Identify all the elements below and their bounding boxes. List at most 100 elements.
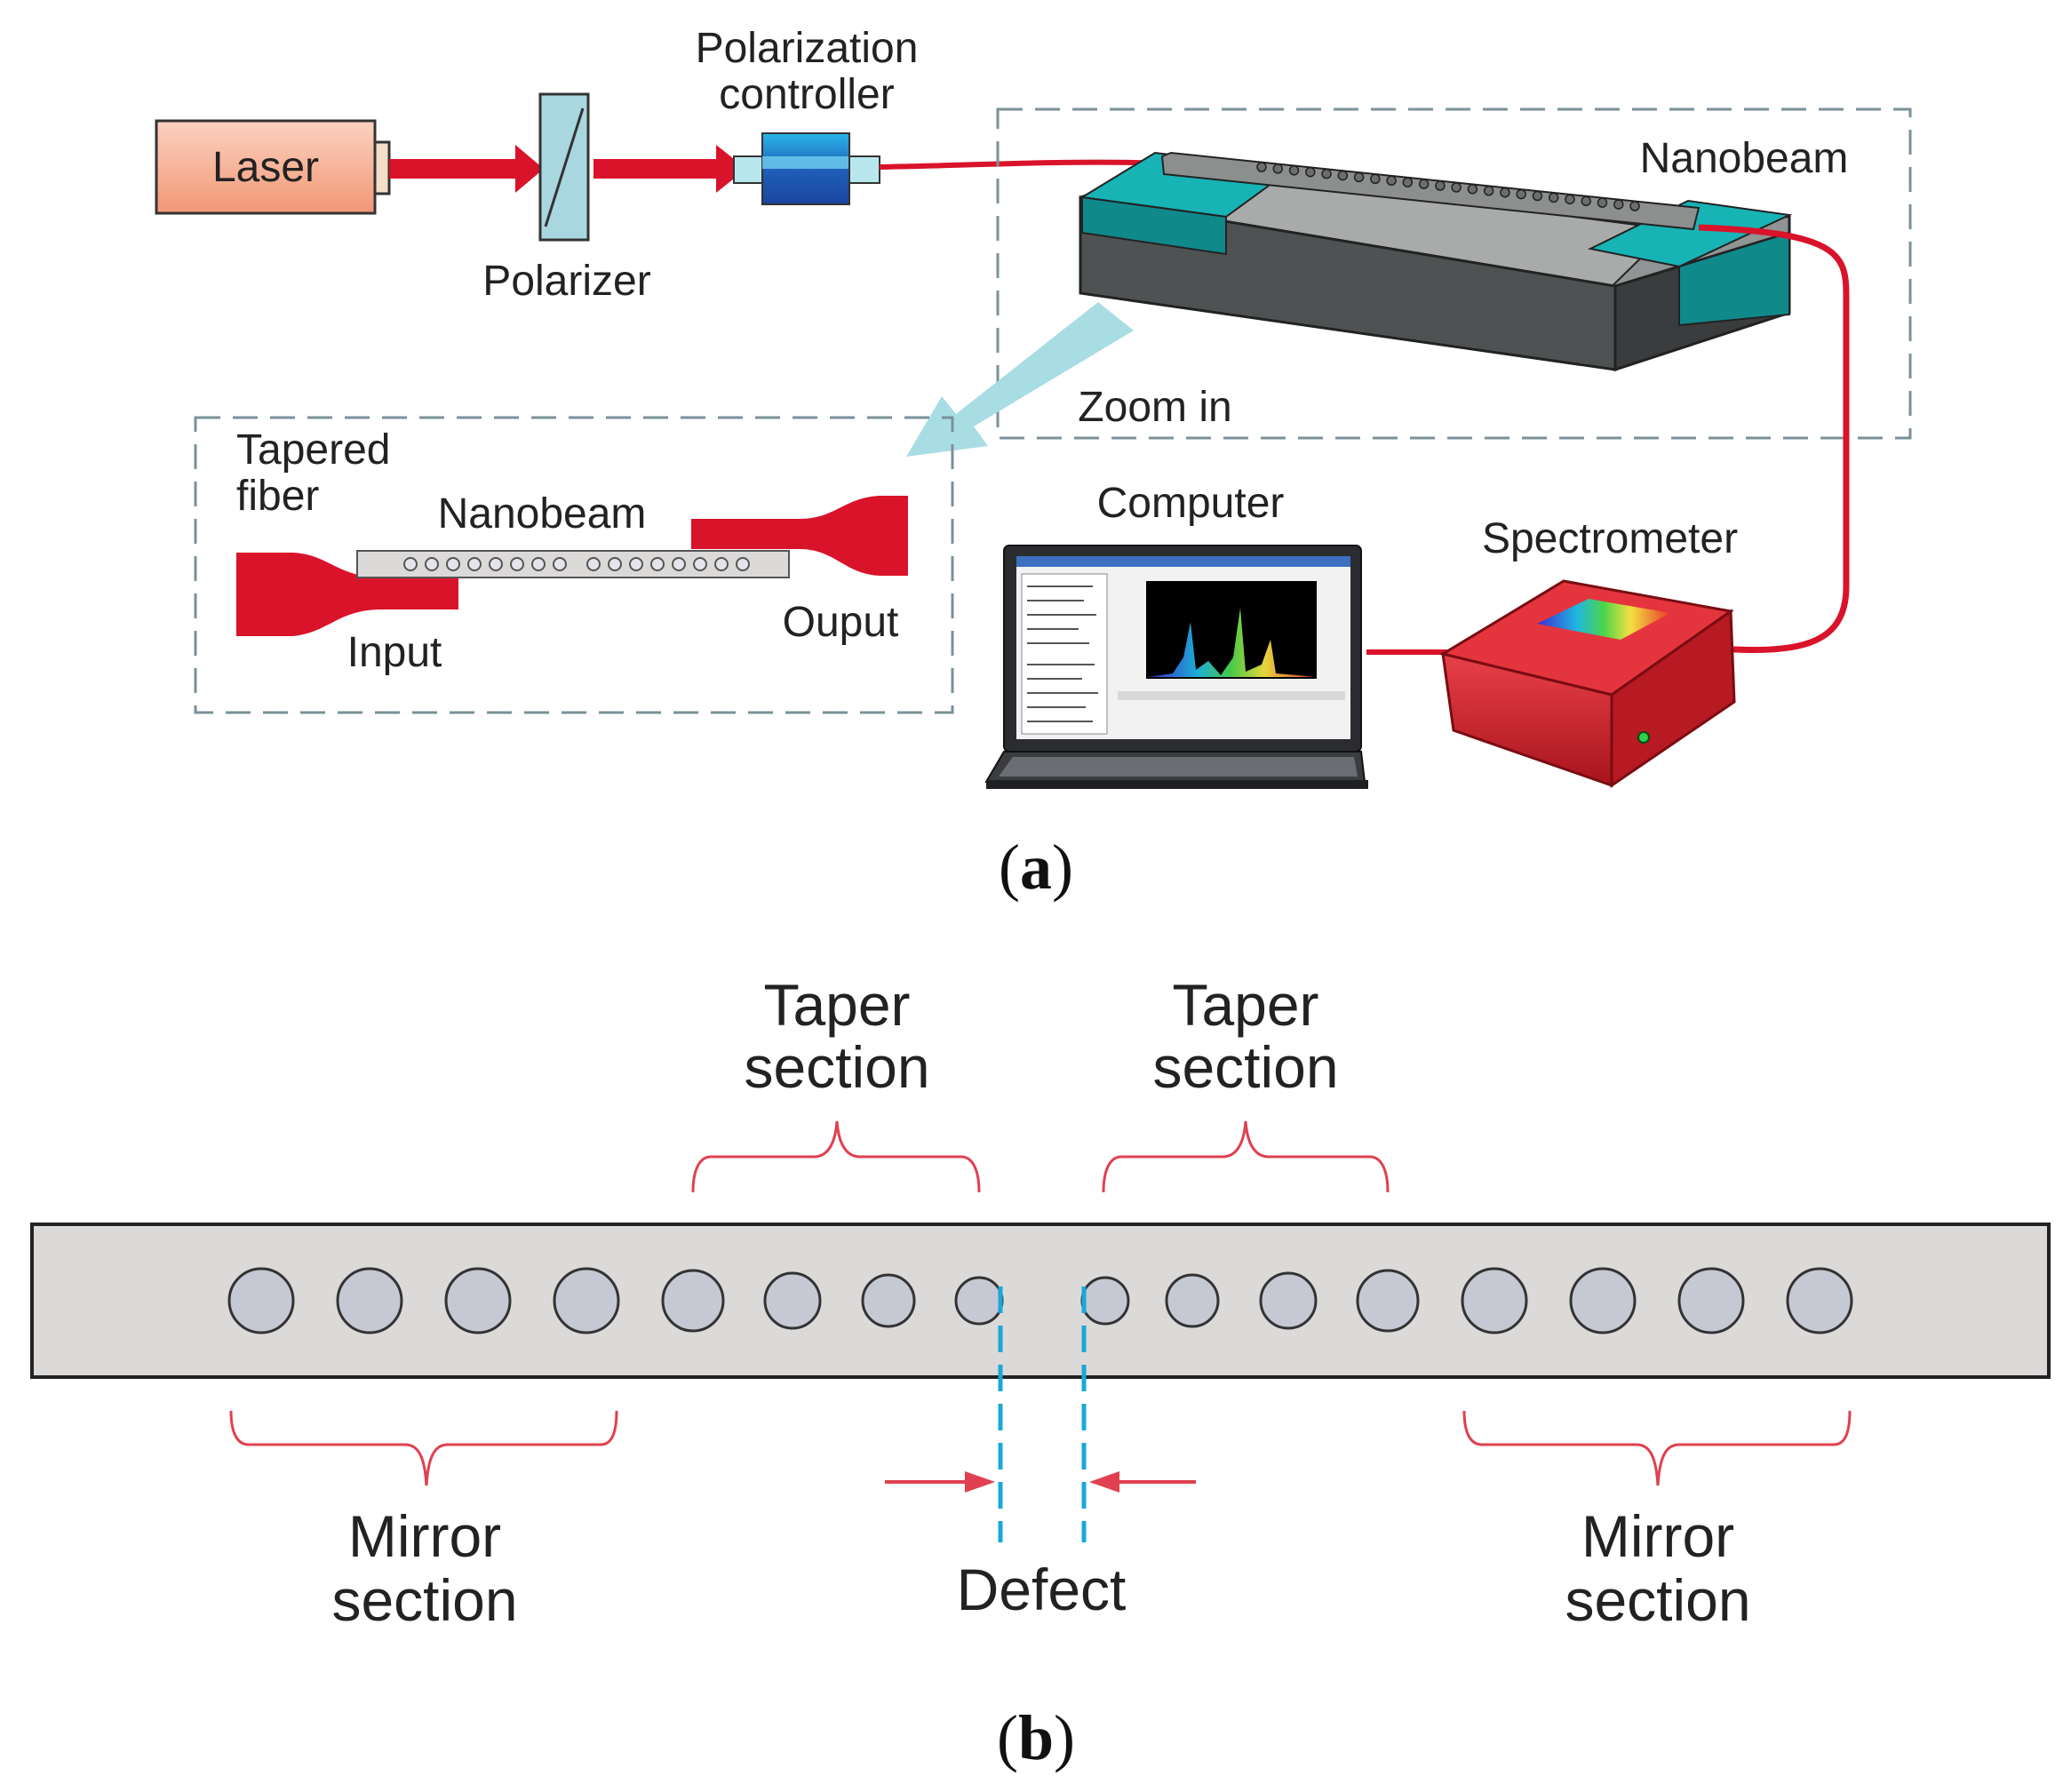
polarizer-axis <box>544 108 585 227</box>
nanobeam-hole <box>763 1271 822 1330</box>
nanobeam-hole <box>444 1267 512 1334</box>
nanobeam-hole <box>954 1276 1004 1326</box>
chip-hole <box>1418 179 1430 189</box>
nanobeam-hole <box>1461 1267 1528 1334</box>
inset-hole <box>446 557 460 571</box>
inset-hole <box>693 557 707 571</box>
inset-hole <box>608 557 622 571</box>
output-tapered-fiber <box>691 496 908 576</box>
inset-hole <box>586 557 601 571</box>
taper-section-right-label-line2: section <box>1152 1034 1338 1100</box>
beam-arrowhead-1 <box>515 145 544 193</box>
nanobeam-chip: Nanobeam <box>1079 135 1848 372</box>
inset-hole <box>553 557 567 571</box>
tapered-fiber-label-line1: Tapered <box>236 426 390 474</box>
inset-hole <box>672 557 686 571</box>
mirror-section-left-label-line1: Mirror <box>348 1503 501 1569</box>
panel-a: Laser Polarizer Polarization controller <box>155 25 1912 903</box>
mirror-section-left-label-line2: section <box>331 1567 517 1633</box>
beam-segment-1 <box>389 159 517 179</box>
inset-hole <box>510 557 524 571</box>
screen-data-panel <box>1021 573 1108 735</box>
mirror-bracket-left <box>229 1410 618 1486</box>
nanobeam-hole <box>1677 1267 1745 1334</box>
chip-hole <box>1370 173 1381 185</box>
nanobeam-hole <box>1259 1271 1318 1330</box>
laser-source: Laser <box>155 119 391 215</box>
defect-arrow-left <box>885 1471 995 1493</box>
screen-status-bar <box>1118 691 1345 700</box>
fiber-to-spectrometer <box>1694 224 1850 653</box>
fiber-to-nanobeam <box>879 159 1172 170</box>
chip-hole <box>1467 184 1478 195</box>
spectrometer: Spectrometer <box>1439 515 1738 788</box>
spectrometer-rainbow-label <box>1537 599 1670 640</box>
inset-hole <box>489 557 503 571</box>
polarizer-label: Polarizer <box>482 258 650 305</box>
zoom-in-label: Zoom in <box>1078 384 1231 431</box>
inset-tapered-fiber-view: Tapered fiber Nanobeam Input Ouput <box>236 426 908 676</box>
chip-hole <box>1516 188 1526 200</box>
chip-hole <box>1548 192 1559 203</box>
mirror-section-right-label-line1: Mirror <box>1581 1503 1734 1569</box>
panel-b: Taper section Taper section Defect Mirro… <box>30 972 2051 1773</box>
chip-hole <box>1272 163 1284 174</box>
screen-titlebar <box>1016 556 1350 567</box>
chip-hole <box>1435 180 1446 191</box>
taper-section-left-label-line2: section <box>744 1034 929 1100</box>
defect-label: Defect <box>957 1557 1127 1622</box>
mirror-section-right-label-line2: section <box>1565 1567 1750 1633</box>
laptop-keyboard-deck <box>999 757 1358 777</box>
zoom-arrow-shape <box>906 302 1134 457</box>
chip-left-pad-front <box>1081 195 1227 256</box>
beam-segment-2 <box>593 159 718 179</box>
inset-hole <box>714 557 729 571</box>
laser-body <box>155 119 377 215</box>
inset-hole <box>467 557 482 571</box>
chip-hole <box>1451 182 1462 193</box>
chip-hole <box>1597 197 1608 208</box>
tapered-fiber-label-line2: fiber <box>236 473 319 520</box>
taper-bracket-left <box>691 1120 981 1193</box>
input-label: Input <box>347 629 442 676</box>
nanobeam-hole <box>1080 1276 1130 1326</box>
taper-bracket-right <box>1102 1120 1390 1193</box>
input-tapered-fiber <box>236 553 458 636</box>
inset-hole <box>531 557 546 571</box>
chip-hole <box>1581 195 1591 207</box>
chip-hole <box>1305 166 1316 178</box>
computer-laptop: Computer <box>984 480 1368 789</box>
nanobeam-hole <box>861 1273 916 1328</box>
polarization-controller: Polarization controller <box>696 25 918 205</box>
nanobeam-hole <box>227 1267 295 1334</box>
inset-hole <box>650 557 665 571</box>
screen-spectrum-trace <box>1148 608 1315 677</box>
computer-label: Computer <box>1097 480 1285 527</box>
inset-nanobeam-label: Nanobeam <box>438 490 647 538</box>
chip-hole <box>1353 171 1365 183</box>
spectrometer-label: Spectrometer <box>1482 515 1738 562</box>
controller-left-sleeve <box>733 155 765 184</box>
output-label: Ouput <box>783 599 899 646</box>
chip-hole <box>1337 170 1349 181</box>
panel-b-label: (b) <box>997 1702 1075 1773</box>
polarization-controller-label-line2: controller <box>719 71 894 118</box>
chip-hole <box>1483 186 1494 196</box>
controller-right-sleeve <box>848 155 880 184</box>
inset-hole <box>736 557 750 571</box>
inset-hole <box>629 557 643 571</box>
nanobeam-hole <box>1165 1273 1220 1328</box>
spectrometer-led-icon <box>1637 731 1650 744</box>
inset-hole <box>403 557 418 571</box>
chip-hole <box>1321 168 1332 179</box>
polarizer: Polarizer <box>482 92 651 305</box>
chip-nanobeam-holes <box>1256 162 1640 211</box>
nanobeam-bar-detail <box>30 1223 2051 1379</box>
nanobeam-holes-detail <box>227 1267 1853 1334</box>
chip-hole <box>1532 190 1543 202</box>
laser-aperture <box>373 140 391 195</box>
inset-nanobeam-holes <box>403 557 750 571</box>
chip-hole <box>1500 187 1510 198</box>
controller-band <box>762 156 849 169</box>
